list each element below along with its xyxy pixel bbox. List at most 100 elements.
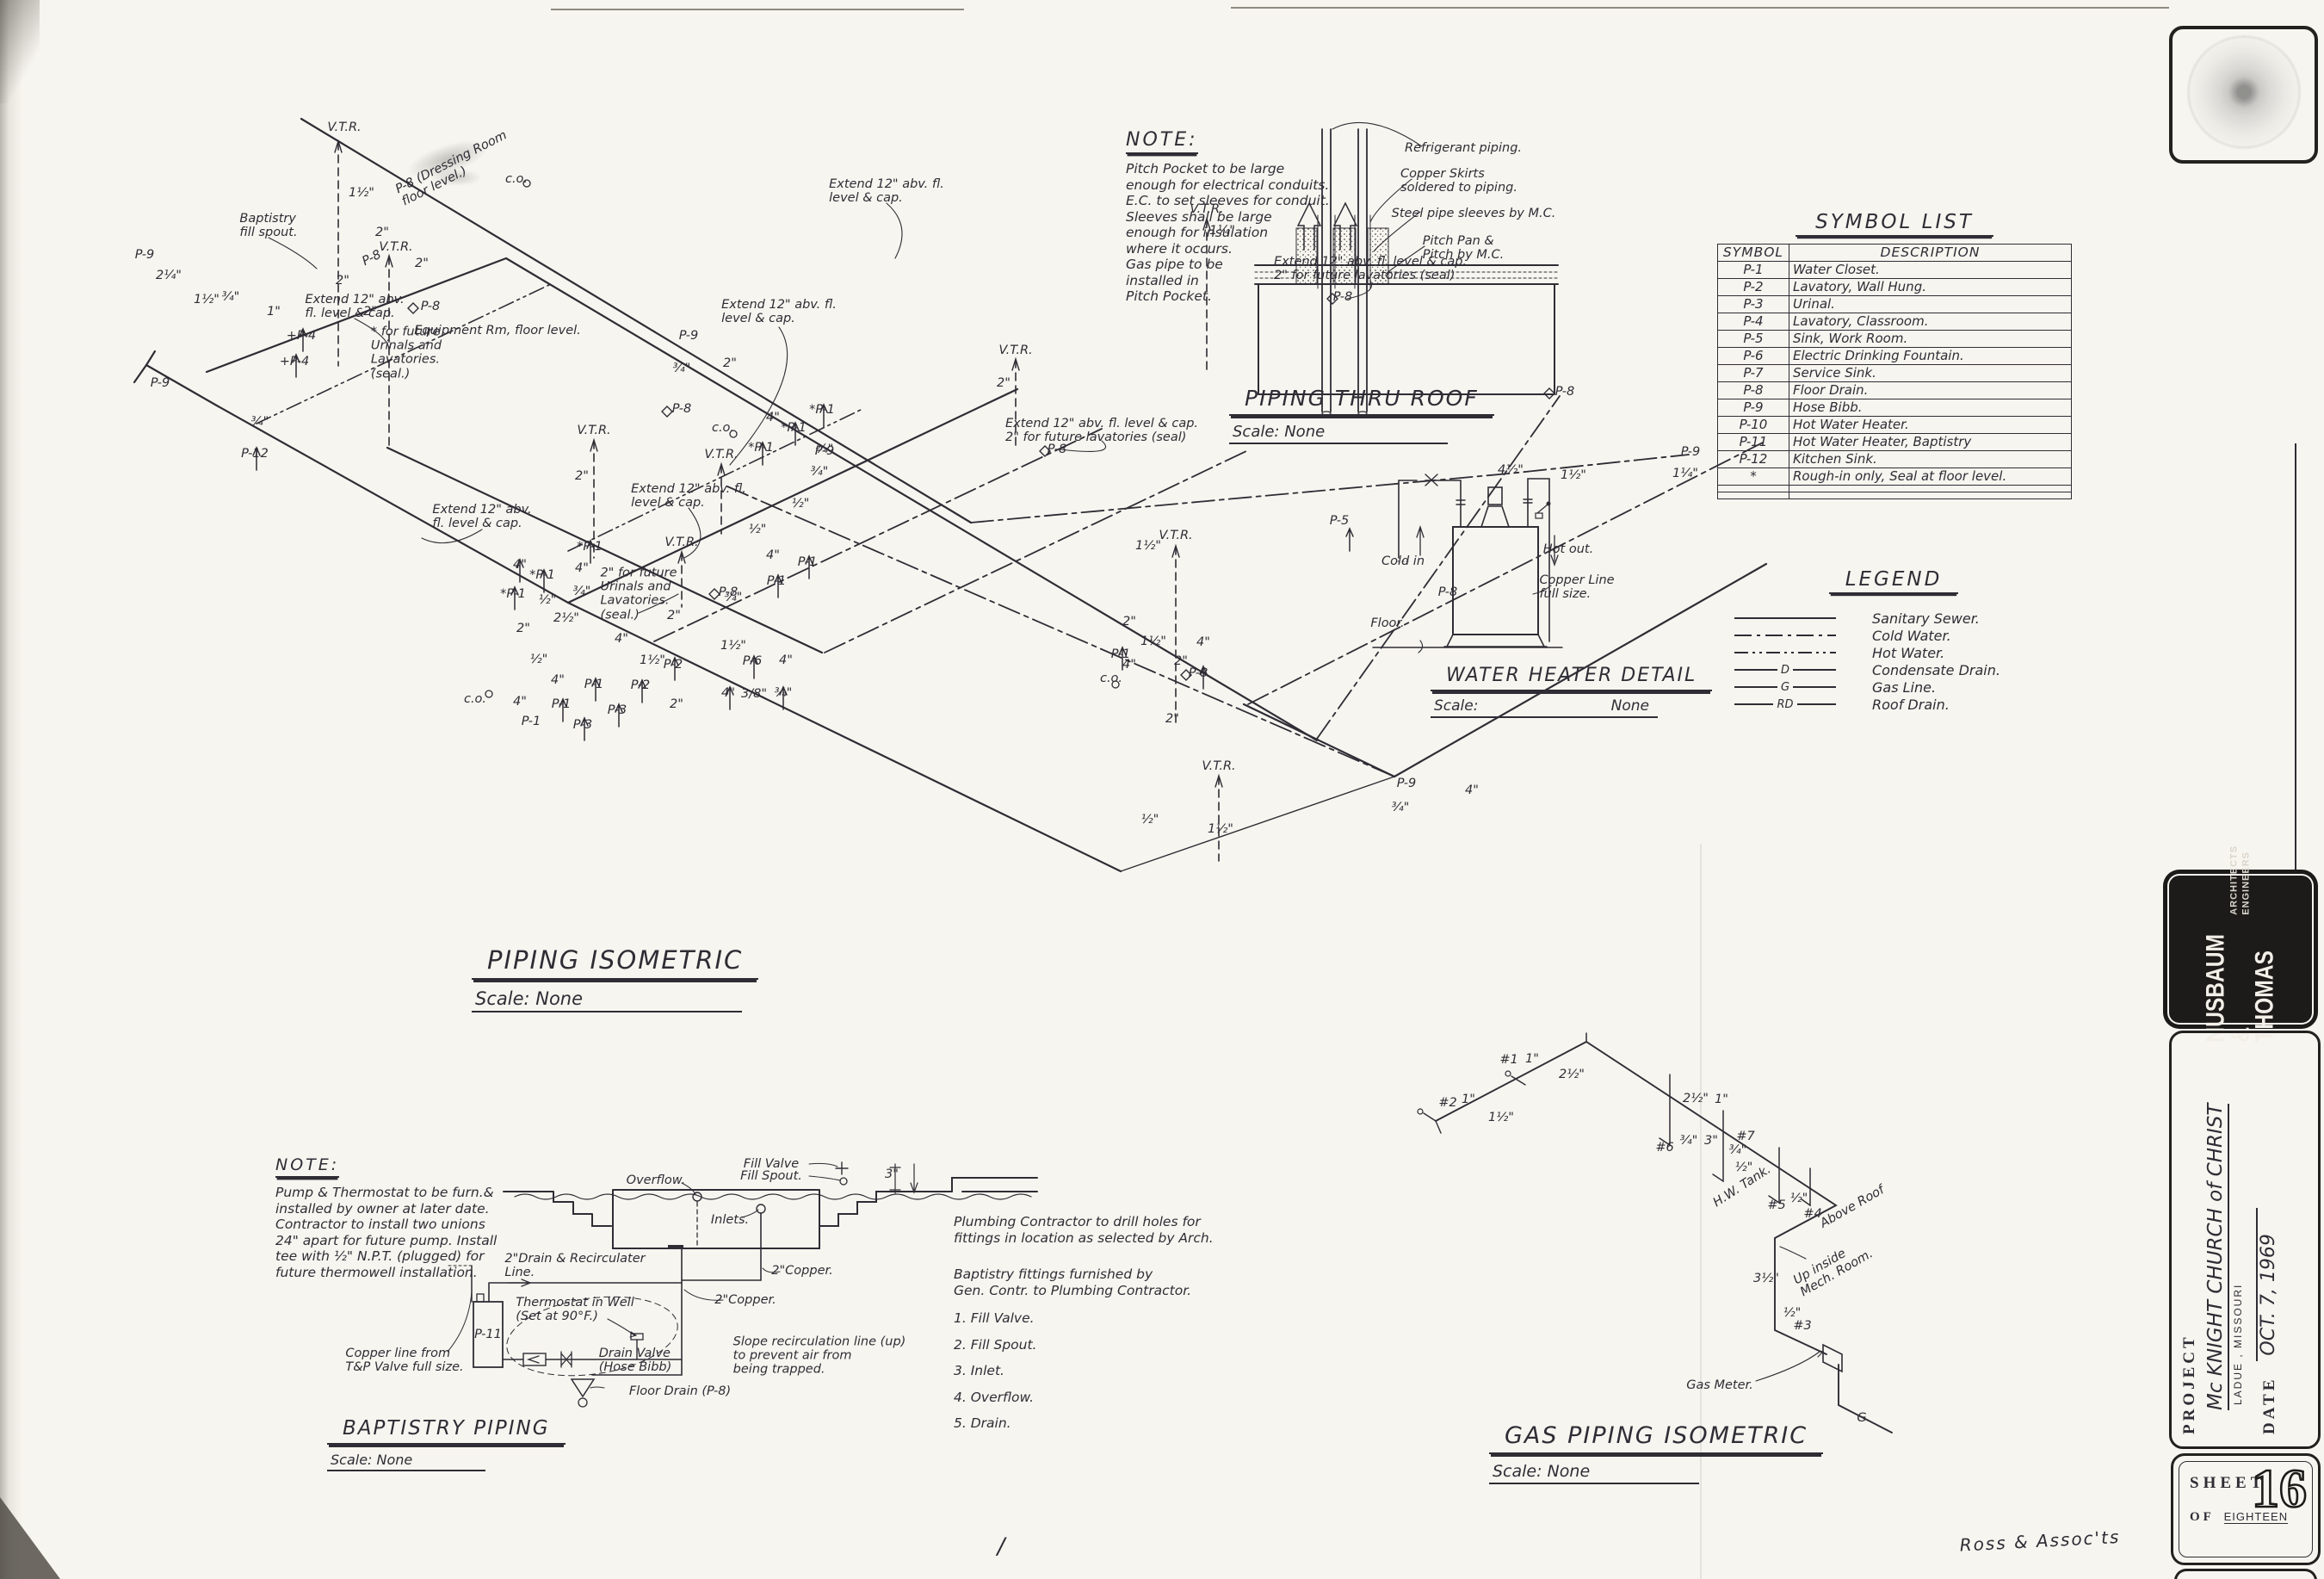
water-heater-title: WATER HEATER DETAIL <box>1431 665 1713 691</box>
description-cell: Hot Water Heater, Baptistry <box>1789 433 2072 451</box>
note-baptistry-pump-lines: Pump & Thermostat to be furn.&installed … <box>275 1186 497 1279</box>
annotation-label: 2" for future Urinals and Lavatories. (s… <box>600 566 677 622</box>
annotation-label: Fill Valve <box>743 1156 800 1171</box>
baptistry-scale: Scale: None <box>327 1452 485 1471</box>
annotation-label: P-6 <box>742 653 763 668</box>
annotation-label: 1¼" <box>1209 223 1235 238</box>
symbol-cell: P-9 <box>1717 399 1789 417</box>
annotation-label: Inlets. <box>710 1212 750 1227</box>
description-cell: Service Sink. <box>1789 364 2072 382</box>
note-line: 5. Drain. <box>954 1415 1011 1431</box>
annotation-label: P-9 <box>1396 776 1417 790</box>
description-cell: Electric Drinking Fountain. <box>1789 347 2072 365</box>
annotation-label: P-9 <box>150 375 170 390</box>
legend-label: Hot Water. <box>1872 644 1945 661</box>
annotation-label: P-8 <box>1437 585 1458 599</box>
sheet-border-segment <box>551 9 964 10</box>
description-cell: Hot Water Heater. <box>1789 416 2072 434</box>
project-name: Mc KNIGHT CHURCH of CHRIST <box>2204 1103 2229 1410</box>
annotation-label: P-9 <box>134 247 155 262</box>
annotation-label: ½" <box>748 522 767 536</box>
annotation-label: 1½" <box>1488 1110 1514 1124</box>
firm-name-line2: & THOMAS <box>2225 950 2279 1042</box>
note-line: where it occurs. <box>1126 240 1233 257</box>
annotation-label: Gas Meter. <box>1686 1378 1753 1392</box>
description-cell: Floor Drain. <box>1789 381 2072 399</box>
annotation-label: Extend 12" abv. fl. level & cap. <box>631 481 746 510</box>
annotation-label: #7 <box>1736 1129 1755 1143</box>
annotation-label: V.T.R. <box>1159 528 1193 542</box>
symbol-cell: P-4 <box>1717 313 1789 331</box>
legend-label: Gas Line. <box>1872 678 1937 696</box>
symbol-table-row <box>1717 492 2072 499</box>
annotation-label: 3½" <box>1753 1271 1779 1285</box>
description-cell <box>1789 485 2072 492</box>
note-line: enough for electrical conduits. <box>1126 176 1330 193</box>
annotation-label: ¾" <box>572 584 591 598</box>
annotation-label: c.o. <box>1099 671 1123 685</box>
annotation-label: Extend 12" abv. fl. level & cap. <box>432 502 532 530</box>
annotation-label: 1" <box>1462 1092 1475 1106</box>
symbol-table-row: *Rough-in only, Seal at floor level. <box>1717 468 2072 486</box>
legend: LEGEND Sanitary Sewer.Cold Water.Hot Wat… <box>1734 568 2044 713</box>
vent-riser-arrowheads <box>334 139 1223 788</box>
symbol-cell <box>1717 492 1789 499</box>
description-cell: Water Closet. <box>1789 261 2072 279</box>
annotation-label: P-8 <box>671 401 692 416</box>
sheet-number: 16 <box>2251 1458 2309 1519</box>
description-cell: DESCRIPTION <box>1789 244 2072 262</box>
project-label: PROJECT <box>2180 1334 2198 1434</box>
note-line: Pitch Pocket to be large <box>1126 161 1285 176</box>
annotation-label: V.T.R. <box>577 423 611 437</box>
sheet-number-block: SHEET 16 OF EIGHTEEN <box>2171 1453 2321 1565</box>
annotation-label: Drain Valve (Hose Bibb) <box>598 1346 672 1374</box>
symbol-cell: P-1 <box>1717 261 1789 279</box>
symbol-cell: P-10 <box>1717 416 1789 434</box>
annotation-label: +P-4 <box>286 328 317 343</box>
sheet-label: SHEET <box>2190 1474 2266 1492</box>
firm-stamp: NUSBAUM & THOMAS ARCHITECTS ENGINEERS <box>2167 845 2314 1042</box>
annotation-label: *P-1 <box>577 539 603 554</box>
date-label: DATE <box>2260 1376 2278 1434</box>
note-line: E.C. to set sleeves for conduit. <box>1126 193 1330 208</box>
annotation-label: P-1 <box>797 554 818 569</box>
legend-line-sample <box>1734 635 1836 636</box>
annotation-label: #5 <box>1767 1198 1786 1212</box>
annotation-label: P-9 <box>1680 444 1701 459</box>
professional-seal-box <box>2169 26 2318 164</box>
legend-line-sample: D <box>1734 664 1837 677</box>
annotation-label: 1" <box>1715 1092 1728 1106</box>
annotation-label: 4" <box>1122 657 1136 672</box>
annotation-label: Extend 12" abv. fl. level & cap. <box>305 292 405 320</box>
annotation-label: #2 <box>1438 1095 1457 1110</box>
annotation-label: ¾" <box>1391 800 1410 814</box>
firm-sub-line1: ARCHITECTS <box>2228 845 2240 915</box>
roof-detail-scale: Scale: None <box>1229 423 1448 444</box>
annotation-label: Cold in <box>1381 554 1425 568</box>
note-heading: NOTE: <box>1126 129 1198 154</box>
legend-title: LEGEND <box>1829 568 1958 594</box>
partial-block-below <box>2174 1569 2317 1579</box>
annotation-label: P-3 <box>572 717 593 732</box>
annotation-label: 2½" <box>1683 1091 1709 1105</box>
gas-isometric <box>1417 1032 1893 1433</box>
note-line: 4. Overflow. <box>954 1389 1035 1405</box>
note-line: Gas pipe to be <box>1126 257 1223 272</box>
water-heater-detail <box>1372 474 1563 653</box>
paper-corner-curl <box>0 1497 60 1579</box>
annotation-label: Copper Line full size. <box>1539 573 1615 601</box>
symbol-table-row <box>1717 485 2072 492</box>
annotation-label: P-2 <box>630 678 651 692</box>
annotation-label: V.T.R. <box>998 343 1033 357</box>
firm-sub-line2: ENGINEERS <box>2241 851 2251 915</box>
